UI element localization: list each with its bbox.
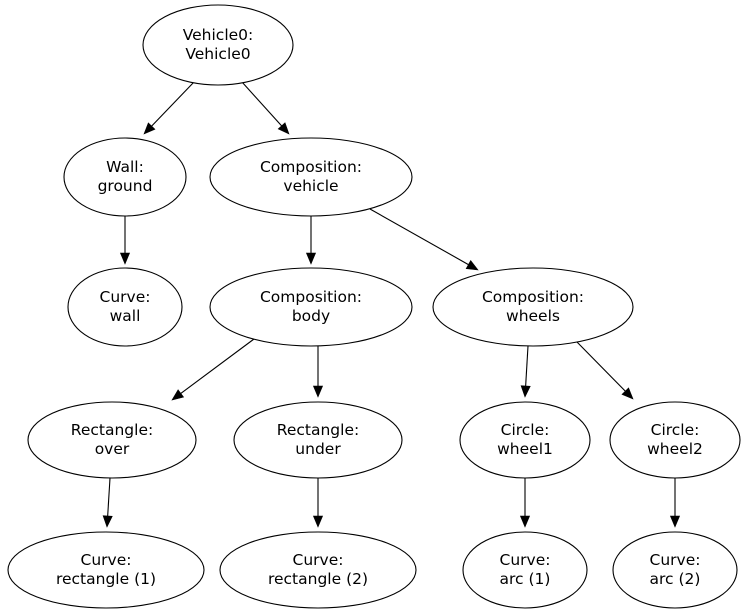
edge-line — [575, 340, 626, 392]
graph-edge — [519, 478, 531, 528]
graph-edge — [312, 478, 324, 528]
graph-node-curve_rectangle_1[interactable] — [7, 531, 205, 609]
edge-arrowhead-icon — [520, 385, 531, 398]
graph-node-wall_ground[interactable] — [63, 137, 187, 217]
graph-node-curve_wall[interactable] — [67, 267, 183, 347]
graph-node-vehicle0[interactable] — [142, 4, 294, 86]
edge-arrowhead-icon — [143, 122, 156, 135]
edge-line — [241, 81, 283, 127]
edge-line — [525, 345, 529, 387]
edge-arrowhead-icon — [171, 389, 185, 401]
nodes-layer — [7, 4, 741, 609]
edge-line — [107, 477, 111, 517]
graph-node-composition_vehicle[interactable] — [209, 137, 413, 217]
edge-arrowhead-icon — [119, 252, 131, 265]
graph-edge — [305, 216, 317, 265]
graph-node-rectangle_over[interactable] — [27, 401, 197, 479]
graph-node-curve_rectangle_2[interactable] — [219, 531, 417, 609]
graph-node-composition_body[interactable] — [209, 267, 413, 347]
graph-edge — [575, 340, 634, 400]
edge-line — [180, 338, 255, 394]
graph-edge — [312, 346, 324, 398]
edge-arrowhead-icon — [305, 252, 317, 265]
edge-arrowhead-icon — [312, 515, 324, 528]
graph-edge — [102, 477, 113, 528]
edges-layer — [102, 81, 681, 528]
graph-node-composition_wheels[interactable] — [432, 267, 634, 347]
edge-arrowhead-icon — [519, 515, 531, 528]
graph-edge — [369, 208, 479, 271]
edge-line — [151, 81, 195, 127]
edge-arrowhead-icon — [312, 385, 324, 398]
graph-edge — [520, 345, 531, 398]
graph-edge — [669, 478, 681, 528]
edge-arrowhead-icon — [669, 515, 681, 528]
graph-edge — [171, 338, 255, 401]
graph-node-curve_arc_2[interactable] — [612, 531, 738, 609]
graph-edge — [143, 81, 195, 135]
graph-node-rectangle_under[interactable] — [233, 401, 403, 479]
graph-node-curve_arc_1[interactable] — [462, 531, 588, 609]
graph-node-circle_wheel2[interactable] — [609, 401, 741, 479]
edge-arrowhead-icon — [621, 387, 634, 400]
edge-arrowhead-icon — [465, 260, 479, 271]
graph-edge — [241, 81, 290, 135]
graph-node-circle_wheel1[interactable] — [459, 401, 591, 479]
edge-arrowhead-icon — [102, 515, 113, 528]
edge-line — [369, 208, 469, 266]
graph-edge — [119, 216, 131, 265]
edge-arrowhead-icon — [277, 122, 290, 135]
